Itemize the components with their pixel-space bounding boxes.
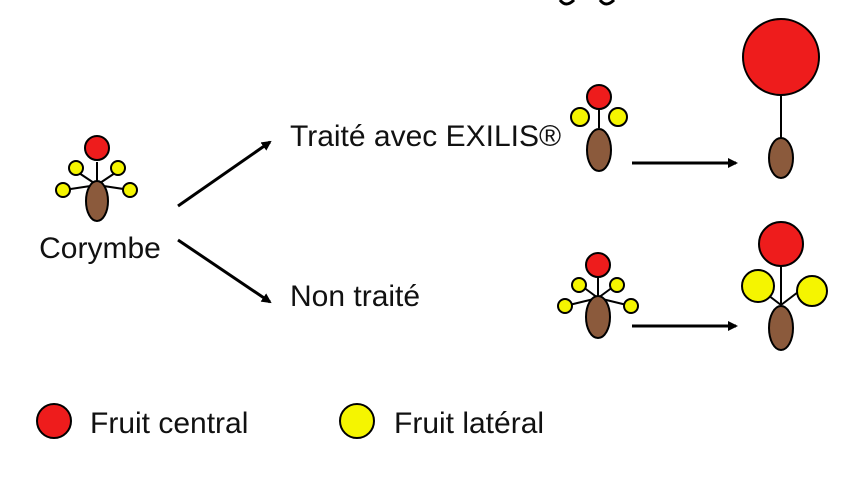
lateral-fruit [122, 182, 138, 198]
treated-label: Traité avec EXILIS® [290, 120, 561, 153]
top-partial-fragment [558, 0, 616, 6]
legend-central-label: Fruit central [90, 407, 248, 440]
lateral-fruit [68, 160, 84, 176]
legend: Fruit central Fruit latéral [36, 403, 544, 440]
corymb-initial [55, 135, 138, 222]
corymb-treated-after [742, 18, 820, 179]
lateral-fruit [110, 160, 126, 176]
stem-body [85, 180, 109, 222]
legend-central-swatch [36, 403, 72, 439]
corymb-treated-before [570, 84, 628, 172]
corymb-untreated-after [741, 221, 828, 351]
central-fruit [84, 135, 110, 161]
corymb-untreated-before [557, 252, 639, 339]
legend-lateral-swatch [339, 403, 375, 439]
untreated-label: Non traité [290, 280, 420, 313]
corymbe-label: Corymbe [39, 232, 161, 265]
lateral-fruit [55, 182, 71, 198]
arrow-icon [177, 238, 272, 304]
arrow-icon [177, 140, 272, 208]
legend-lateral-label: Fruit latéral [394, 407, 544, 440]
